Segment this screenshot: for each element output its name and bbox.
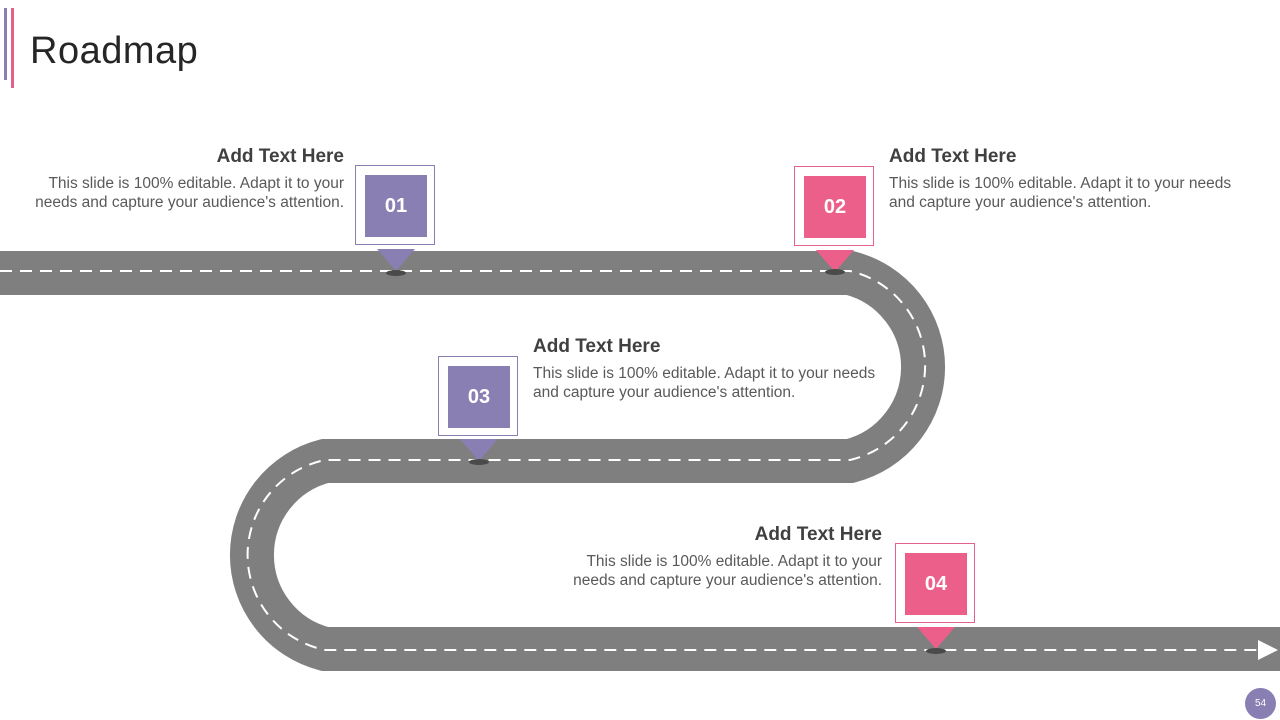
milestone-pin-shadow-01	[386, 270, 406, 276]
milestone-text-01: Add Text Here This slide is 100% editabl…	[10, 146, 344, 212]
milestone-marker-01: 01	[355, 165, 435, 245]
road-surface	[0, 251, 1280, 671]
milestone-heading-04: Add Text Here	[754, 524, 882, 545]
milestone-pointer-02	[816, 250, 854, 272]
milestone-pointer-01	[377, 249, 415, 271]
milestone-body-02: This slide is 100% editable. Adapt it to…	[889, 175, 1232, 211]
milestone-number-02: 02	[804, 176, 866, 238]
title-accent-bar-purple	[4, 8, 7, 80]
milestone-heading-02: Add Text Here	[889, 146, 1017, 167]
road-centerline	[0, 270, 1258, 651]
road-arrow-head	[1258, 640, 1278, 660]
milestone-pointer-03	[460, 439, 498, 461]
milestone-text-02: Add Text Here This slide is 100% editabl…	[889, 146, 1249, 212]
milestone-number-04: 04	[905, 553, 967, 615]
milestone-body-04: This slide is 100% editable. Adapt it to…	[573, 553, 882, 589]
milestone-marker-02: 02	[794, 166, 874, 246]
milestone-number-01: 01	[365, 175, 427, 237]
milestone-pin-shadow-03	[469, 459, 489, 465]
milestone-pin-shadow-04	[926, 648, 946, 654]
milestone-marker-03: 03	[438, 356, 518, 436]
title-accent-bar-pink	[11, 8, 14, 88]
milestone-marker-04: 04	[895, 543, 975, 623]
milestone-number-03: 03	[448, 366, 510, 428]
milestone-body-01: This slide is 100% editable. Adapt it to…	[35, 175, 344, 211]
milestone-text-04: Add Text Here This slide is 100% editabl…	[548, 524, 882, 590]
milestone-pin-shadow-02	[825, 269, 845, 275]
milestone-text-03: Add Text Here This slide is 100% editabl…	[533, 336, 893, 402]
page-title: Roadmap	[30, 30, 199, 72]
milestone-heading-01: Add Text Here	[216, 146, 344, 167]
milestone-body-03: This slide is 100% editable. Adapt it to…	[533, 365, 876, 401]
page-number-badge: 54	[1245, 688, 1276, 719]
milestone-pointer-04	[917, 627, 955, 649]
milestone-heading-03: Add Text Here	[533, 336, 661, 357]
